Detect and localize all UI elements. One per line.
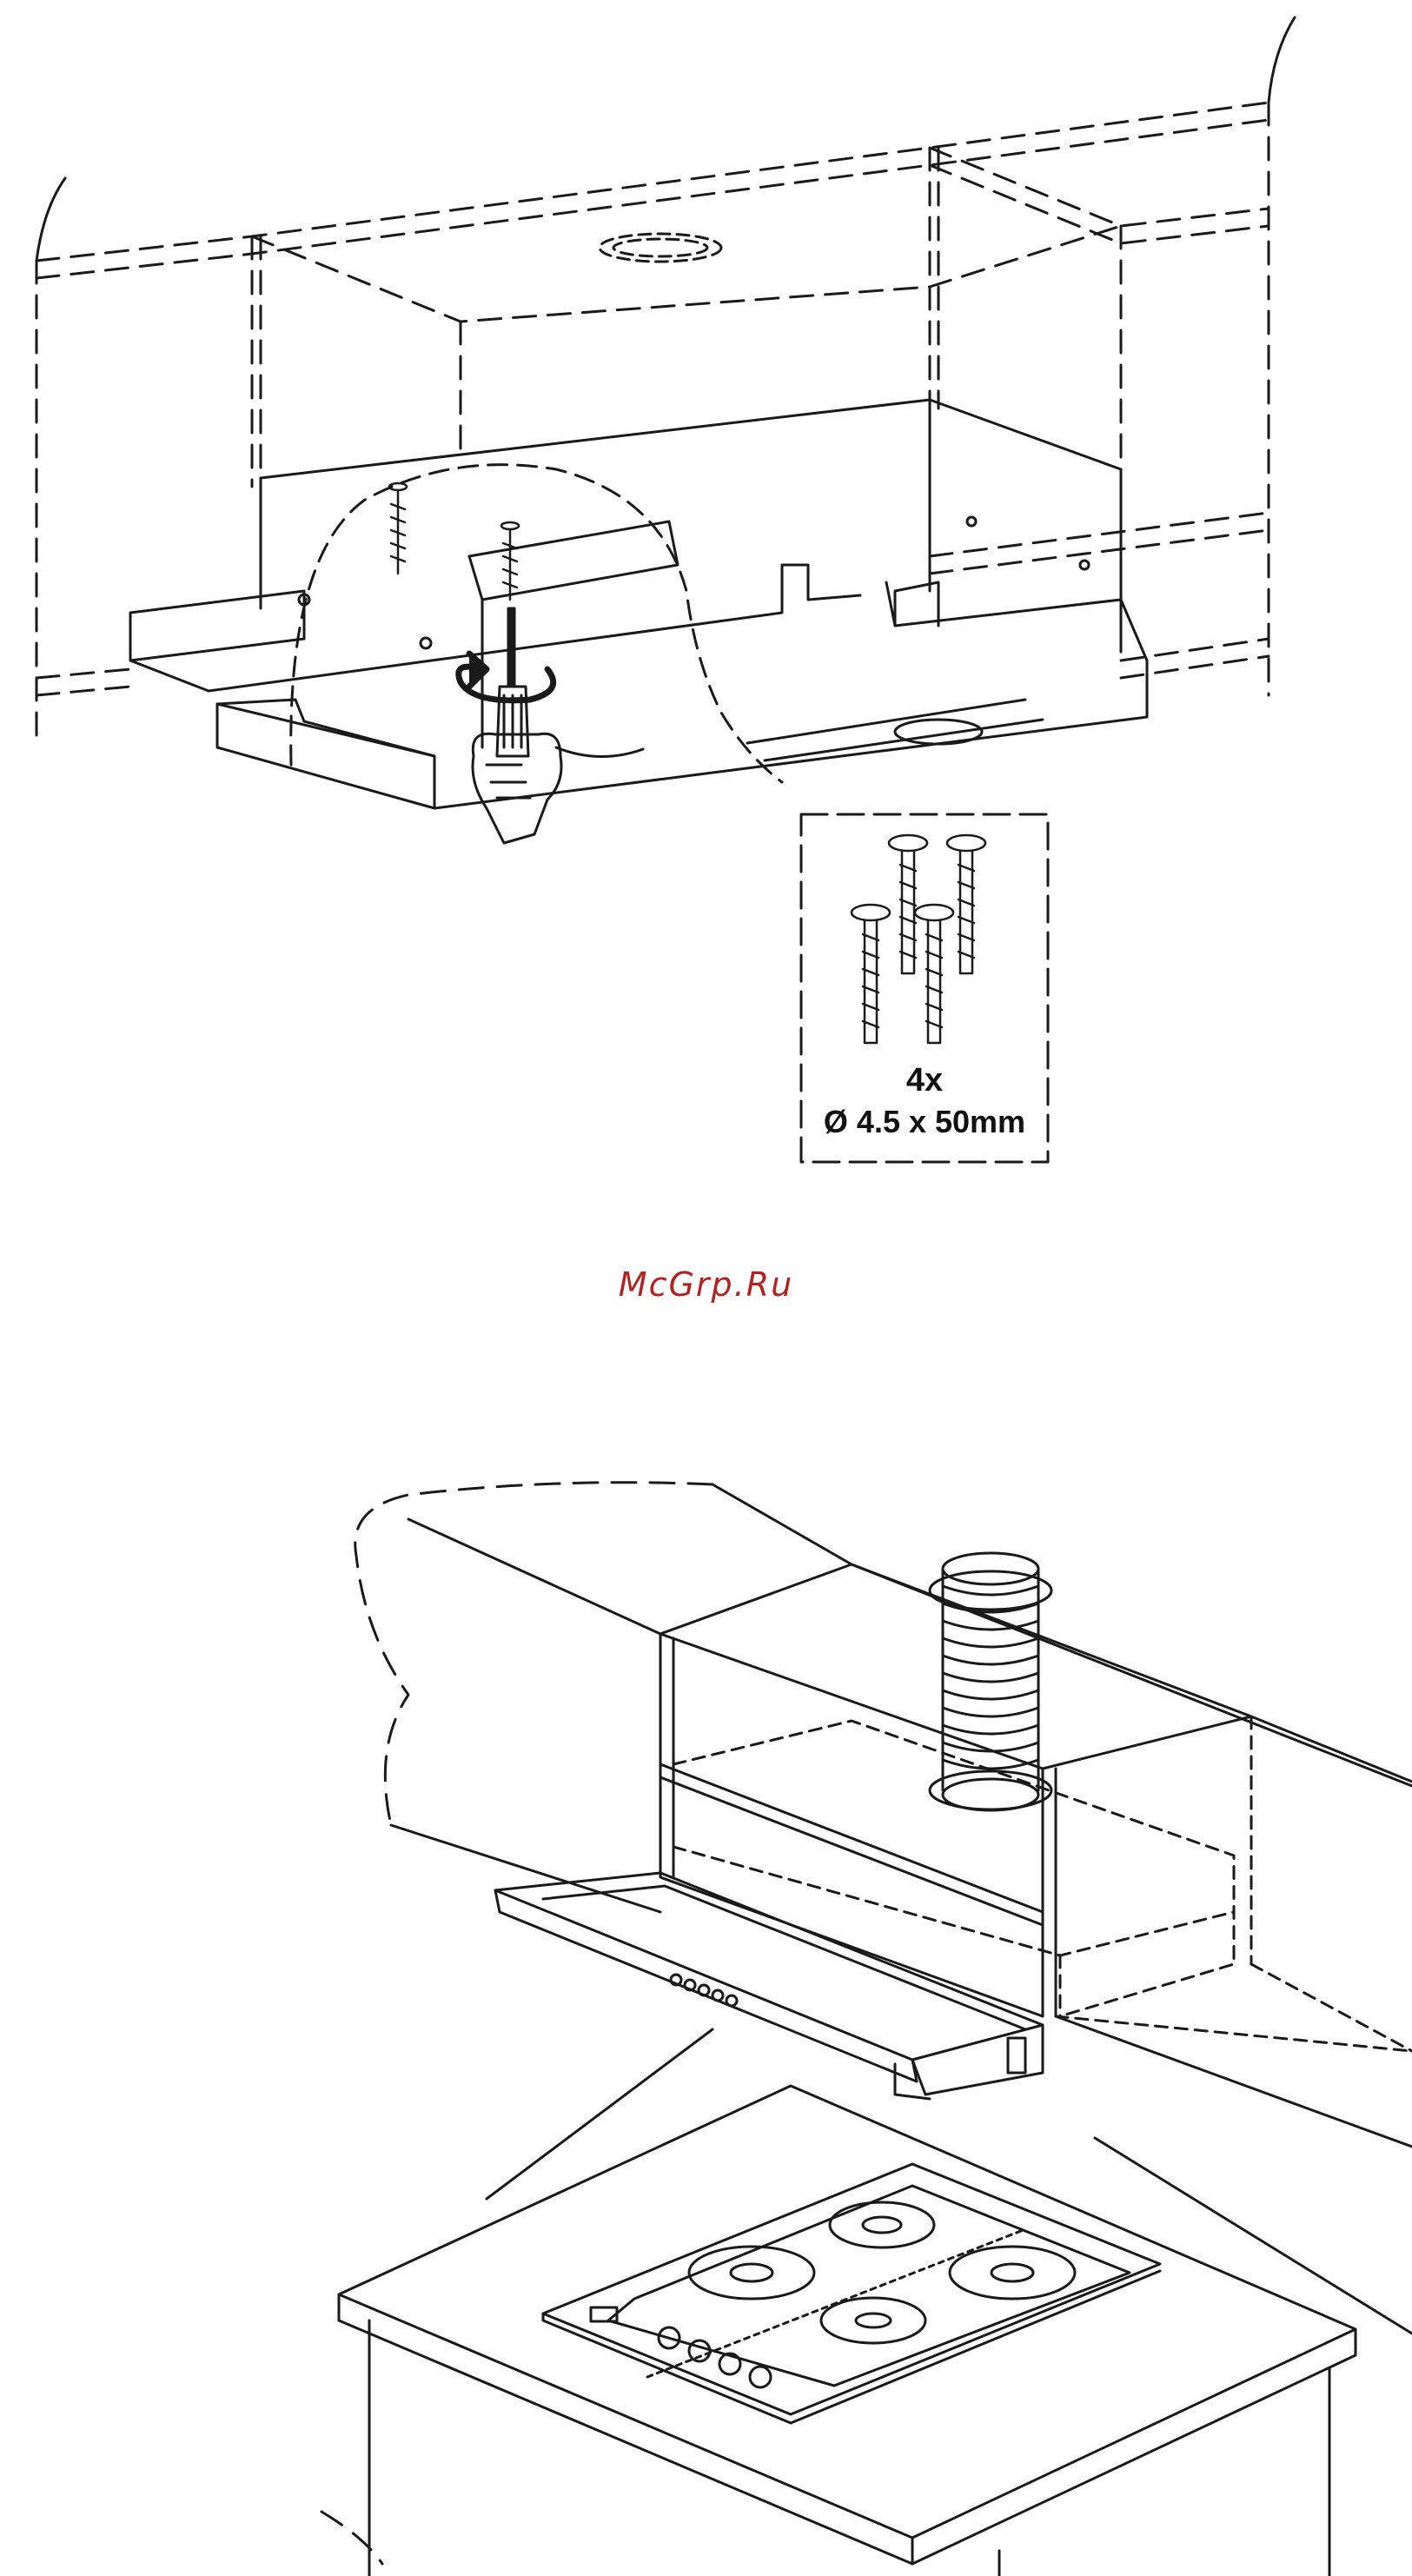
hood-body (130, 565, 1147, 808)
wall-cabinets (36, 103, 1269, 747)
screw-quantity-label: 4x (801, 1062, 1048, 1099)
hob-icon (543, 2164, 1160, 2423)
installation-drawing (0, 1460, 1412, 2576)
control-knob-icon (671, 1975, 737, 2006)
mounting-illustration (0, 0, 1412, 1182)
screw-spec-label: Ø 4.5 x 50mm (801, 1104, 1048, 1140)
screw-icon (852, 835, 985, 1043)
worktop (339, 2086, 1356, 2576)
wall-cabinets (391, 1484, 1412, 2147)
wall-break-line (355, 1483, 713, 1825)
screw-icon (389, 483, 519, 600)
control-knob-icon (591, 2307, 771, 2387)
duct-icon (930, 1553, 1051, 1810)
rotate-arrow-icon (459, 654, 554, 700)
watermark-text: McGrp.Ru (0, 1265, 1412, 1304)
installation-illustration (0, 1460, 1412, 2576)
hand-icon (473, 734, 561, 843)
mounting-drawing (0, 0, 1412, 1182)
